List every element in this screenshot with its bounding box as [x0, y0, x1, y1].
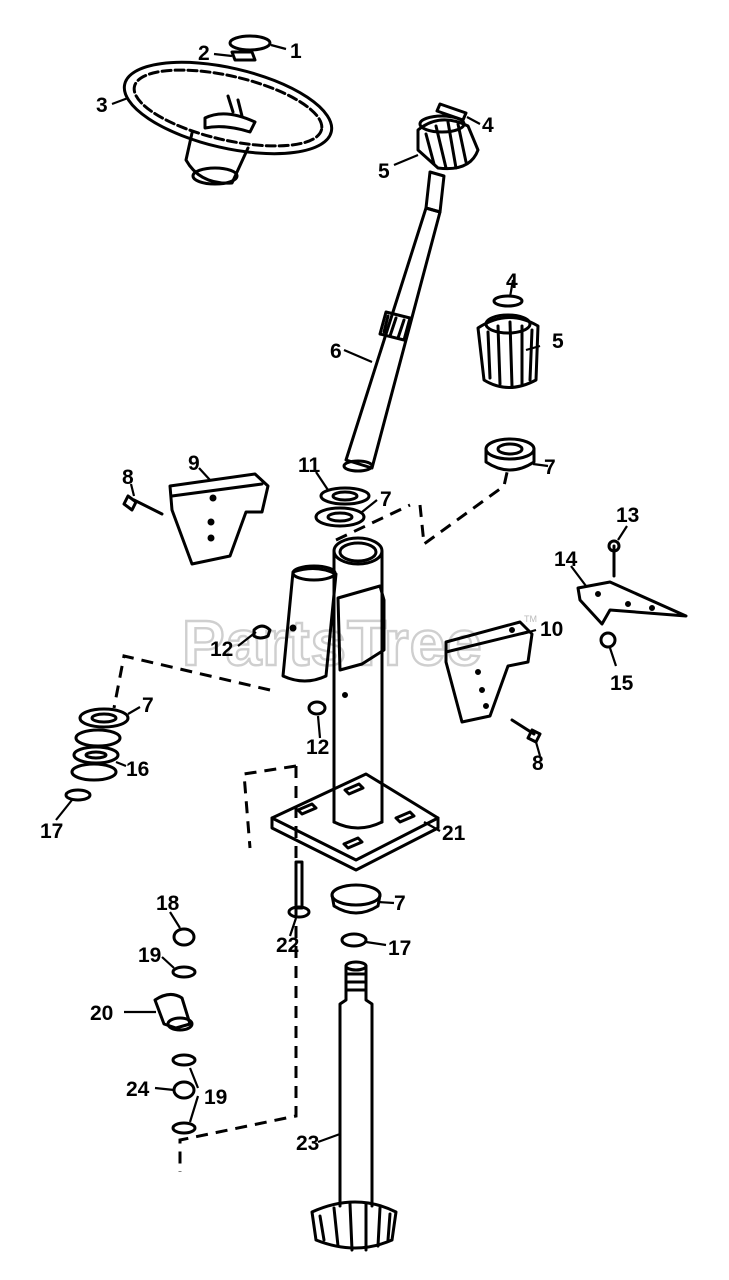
callout-20: 20	[90, 1002, 113, 1025]
callout-24: 24	[126, 1078, 150, 1101]
part-4-ring-lower[interactable]	[492, 294, 524, 308]
leader-lines	[55, 43, 628, 1144]
callout-17-left: 17	[40, 820, 63, 843]
callout-6: 6	[330, 340, 342, 363]
part-19-washer-lower[interactable]	[171, 1053, 197, 1135]
dashed-connection-lines	[112, 467, 510, 1172]
part-16-washer-stack[interactable]	[70, 728, 122, 782]
callout-8-upper: 8	[122, 466, 134, 489]
part-7-bearing-left[interactable]	[78, 707, 130, 729]
callout-12-lower: 12	[306, 736, 329, 759]
callout-7-center: 7	[380, 488, 392, 511]
callout-4-lower: 4	[506, 270, 518, 293]
callout-16: 16	[126, 758, 149, 781]
part-8-bolt-lower[interactable]	[510, 718, 542, 744]
part-2-nut[interactable]	[230, 50, 257, 62]
callout-19-upper: 19	[138, 944, 161, 967]
part-3-steering-wheel[interactable]	[116, 45, 341, 186]
part-13-bolt[interactable]	[607, 539, 621, 578]
part-5-gear-upper[interactable]	[416, 114, 480, 171]
part-17-nut-lower[interactable]	[340, 932, 368, 948]
callout-12-upper: 12	[210, 638, 233, 661]
watermark-trademark: TM	[524, 614, 537, 624]
callout-7-upper-right: 7	[544, 456, 556, 479]
part-1-cap[interactable]	[228, 34, 272, 52]
callout-18: 18	[156, 892, 180, 915]
callout-9: 9	[188, 452, 200, 475]
callout-19-lower: 19	[204, 1086, 227, 1109]
callout-7-left: 7	[142, 694, 154, 717]
part-12-clip-lower[interactable]	[307, 700, 327, 716]
part-7-bearing-center[interactable]	[314, 506, 366, 528]
callout-15: 15	[610, 672, 634, 695]
part-5-gear-lower[interactable]	[476, 313, 540, 389]
part-12-clip-upper[interactable]	[252, 624, 272, 640]
callout-10: 10	[540, 618, 563, 641]
part-7-bearing-upper-right[interactable]	[484, 437, 536, 472]
part-15-nut[interactable]	[599, 631, 617, 649]
callout-13: 13	[616, 504, 639, 527]
callout-23: 23	[296, 1132, 319, 1155]
callout-3: 3	[96, 94, 108, 117]
callout-1: 1	[290, 40, 302, 63]
part-17-nut-left[interactable]	[64, 788, 92, 802]
callout-17-lower: 17	[388, 937, 411, 960]
callout-5-upper: 5	[378, 160, 390, 183]
callout-8-lower: 8	[532, 752, 544, 775]
callout-4-upper: 4	[482, 114, 494, 137]
part-18-nut[interactable]	[172, 927, 196, 947]
part-23-lower-shaft[interactable]	[310, 960, 398, 1252]
callout-22: 22	[276, 934, 299, 957]
part-7-bearing-lower[interactable]	[330, 883, 382, 915]
part-24-nut[interactable]	[172, 1080, 196, 1100]
part-6-steering-shaft[interactable]	[342, 170, 446, 473]
part-10-bracket-right[interactable]	[444, 620, 534, 724]
part-9-bracket-left[interactable]	[168, 472, 270, 566]
callout-2: 2	[198, 42, 210, 65]
part-11-washer[interactable]	[319, 486, 371, 506]
callout-11: 11	[298, 454, 321, 477]
callout-21: 21	[442, 822, 466, 845]
part-14-plate[interactable]	[576, 580, 688, 626]
part-19-washer-upper[interactable]	[171, 965, 197, 979]
part-20-clamp[interactable]	[153, 993, 194, 1032]
callout-7-lower: 7	[394, 892, 406, 915]
callout-labels: 1 2 3 4 5 4 5 6 7 9 8 11 7 13 14 12 10 1…	[40, 40, 639, 1155]
part-21-steering-column[interactable]	[270, 536, 440, 872]
callout-14: 14	[554, 548, 578, 571]
part-22-bolt[interactable]	[287, 860, 311, 919]
callout-5-lower: 5	[552, 330, 564, 353]
part-8-bolt-upper[interactable]	[122, 494, 164, 516]
